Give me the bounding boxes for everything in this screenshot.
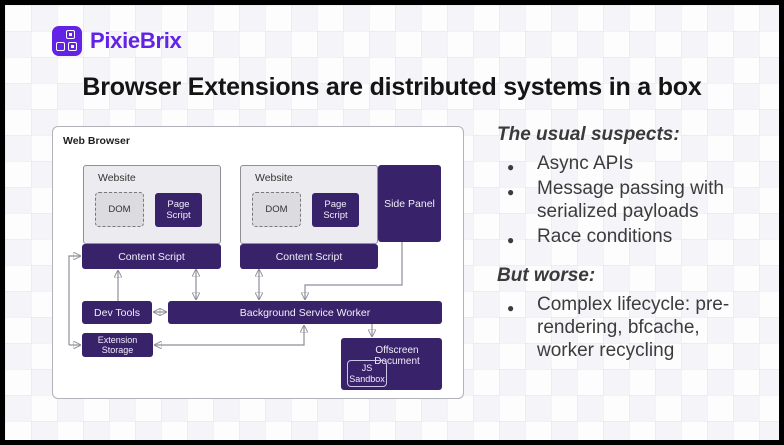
node-extension-storage: Extension Storage [82,333,153,357]
notes-heading: The usual suspects: [497,124,680,145]
notes-list: Async APIs Message passing with serializ… [497,152,751,252]
logo-brick [68,42,77,51]
notes-list: Complex lifecycle: pre-rendering, bfcach… [497,293,751,362]
note-bullet: Complex lifecycle: pre-rendering, bfcach… [497,293,751,362]
note-bullet: Async APIs [497,152,751,179]
logo-brick [66,30,75,39]
node-background-service-worker: Background Service Worker [168,301,442,324]
slide-title: Browser Extensions are distributed syste… [82,73,702,101]
node-content-script-1: Content Script [82,244,221,269]
notes-section-but-worse: But worse: Complex lifecycle: pre-render… [497,265,751,362]
brand-name: PixieBrix [90,28,182,53]
node-dom-1: DOM [95,192,144,227]
note-bullet: Race conditions [497,225,751,252]
node-page-script-1: Page Script [155,193,202,227]
notes-column: The usual suspects: Async APIs Message p… [497,124,751,364]
notes-section-usual-suspects: The usual suspects: Async APIs Message p… [497,124,751,252]
node-side-panel: Side Panel [378,165,441,242]
pixiebrix-logo-icon [52,26,82,56]
web-browser-label: Web Browser [63,135,130,147]
node-dev-tools: Dev Tools [82,301,152,324]
slide: PixieBrix Browser Extensions are distrib… [5,5,779,440]
note-bullet: Message passing with serialized payloads [497,177,751,223]
node-dom-2: DOM [252,192,301,227]
architecture-diagram: Web Browser Website Website DOM DOM Page… [52,126,464,399]
node-content-script-2: Content Script [240,244,378,269]
brand-logo: PixieBrix [52,26,182,56]
notes-heading: But worse: [497,265,596,286]
node-offscreen-document: Offscreen Document JS Sandbox [341,338,442,390]
logo-brick [56,42,65,51]
node-page-script-2: Page Script [312,193,359,227]
node-js-sandbox: JS Sandbox [347,360,387,387]
